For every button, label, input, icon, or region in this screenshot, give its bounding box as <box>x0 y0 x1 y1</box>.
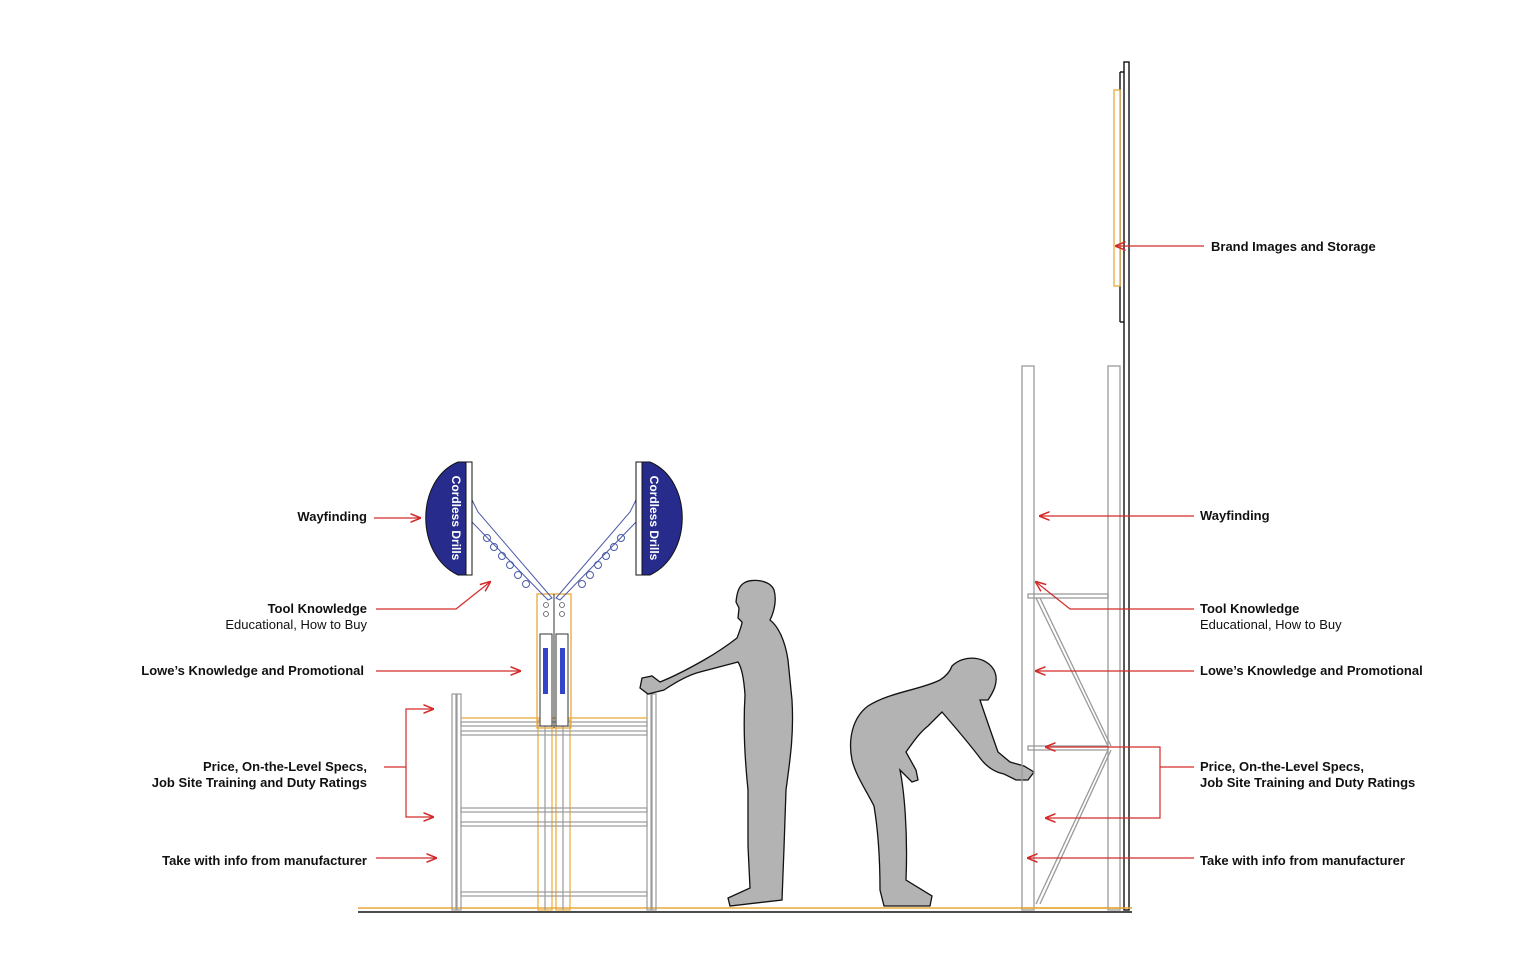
left-wayfinding-sign: Cordless Drills <box>425 461 473 576</box>
right-label-tool-knowledge-sub: Educational, How to Buy <box>1200 617 1342 632</box>
floor-line <box>358 907 1132 913</box>
left-sign-bracket-arm <box>467 498 553 601</box>
right-label-tool-knowledge: Tool Knowledge <box>1200 601 1299 616</box>
left-label-tool-knowledge-sub: Educational, How to Buy <box>225 617 367 632</box>
right-wayfinding-sign: Cordless Drills <box>635 461 683 576</box>
left-label-tool-knowledge: Tool Knowledge <box>268 601 367 616</box>
left-label-take-info: Take with info from manufacturer <box>162 853 367 868</box>
brand-image-panel <box>1113 89 1121 287</box>
right-label-wayfinding: Wayfinding <box>1200 508 1270 523</box>
right-label-price-line1: Price, On-the-Level Specs, <box>1200 759 1364 774</box>
left-sign-label: Cordless Drills <box>449 476 463 561</box>
bending-person-silhouette <box>849 657 1035 907</box>
right-label-lowes-knowledge: Lowe’s Knowledge and Promotional <box>1200 663 1423 678</box>
left-callout-arrows <box>374 518 520 858</box>
left-label-price-line2: Job Site Training and Duty Ratings <box>152 775 367 790</box>
right-label-brand-images: Brand Images and Storage <box>1211 239 1376 254</box>
left-callout-labels: Wayfinding Tool Knowledge Educational, H… <box>141 509 367 868</box>
right-wall-fixture <box>1021 365 1121 911</box>
right-callout-arrows <box>1028 246 1204 858</box>
right-label-price-line2: Job Site Training and Duty Ratings <box>1200 775 1415 790</box>
left-label-price-line1: Price, On-the-Level Specs, <box>203 759 367 774</box>
left-label-lowes-knowledge: Lowe’s Knowledge and Promotional <box>141 663 364 678</box>
left-label-wayfinding: Wayfinding <box>297 509 367 524</box>
center-header-tower <box>536 593 572 729</box>
standing-person-silhouette <box>639 579 794 907</box>
right-label-take-info: Take with info from manufacturer <box>1200 853 1405 868</box>
right-sign-label: Cordless Drills <box>647 476 661 561</box>
right-wall <box>1119 61 1130 911</box>
right-sign-bracket-arm <box>555 498 641 601</box>
right-callout-labels: Brand Images and Storage Wayfinding Tool… <box>1200 239 1423 868</box>
